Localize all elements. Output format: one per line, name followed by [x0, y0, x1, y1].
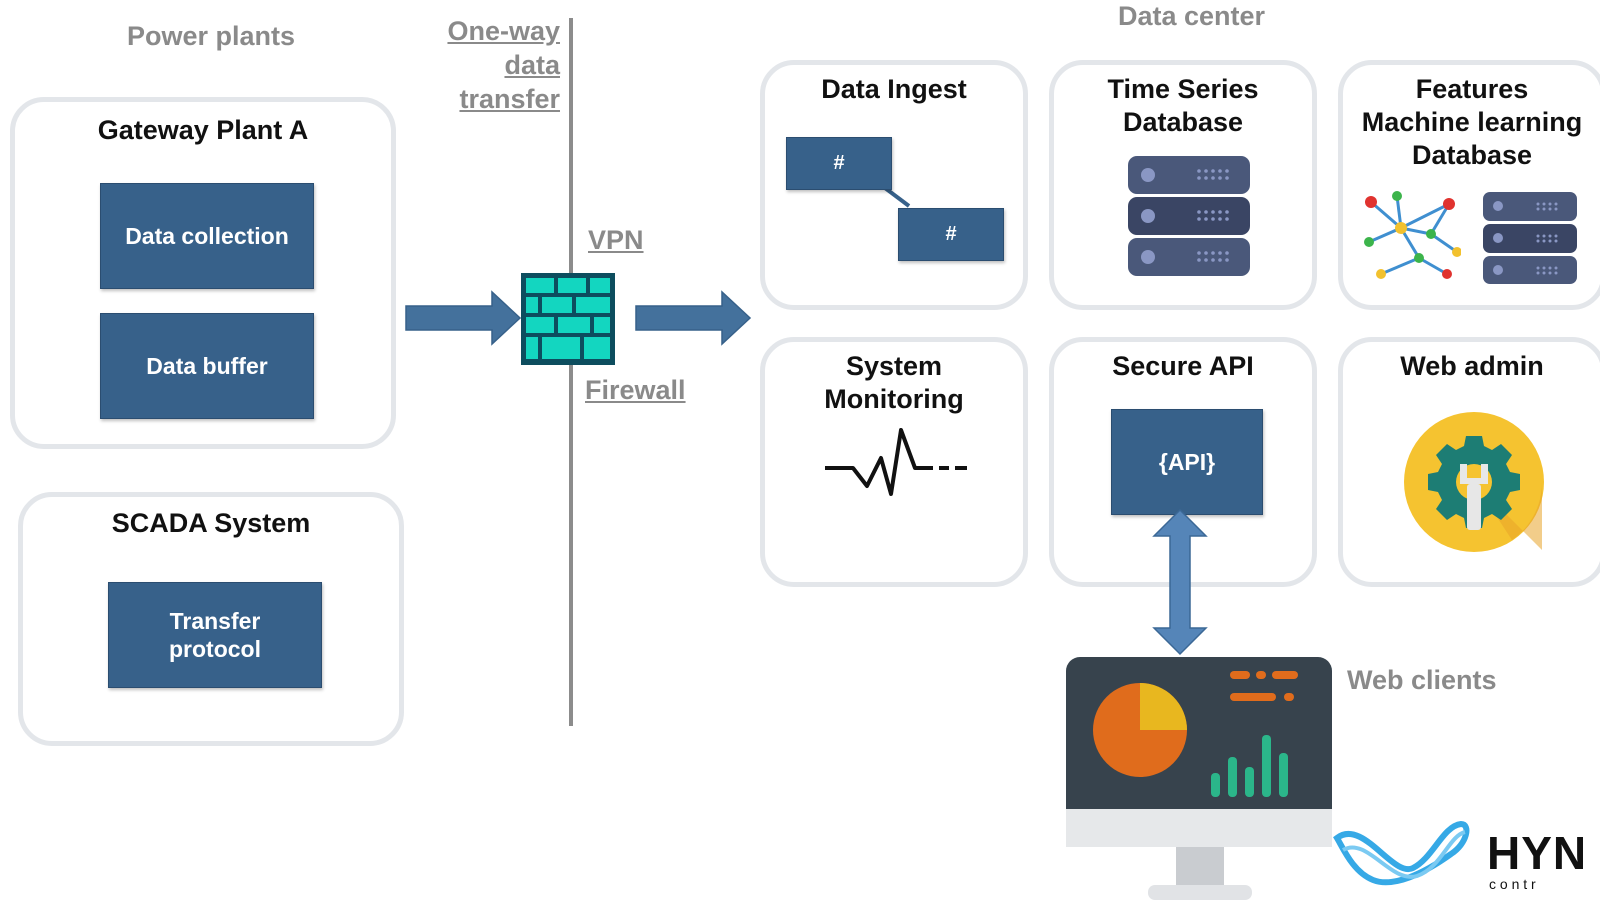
- data-ingest-box: Data Ingest # #: [760, 60, 1028, 310]
- heartbeat-icon: [825, 428, 967, 496]
- data-center-title: Data center: [1118, 1, 1266, 31]
- ingest-node-1: #: [786, 137, 892, 190]
- arrow-to-firewall: [405, 290, 522, 346]
- web-admin-box: Web admin: [1338, 337, 1600, 587]
- server-stack-small-icon: [1483, 192, 1577, 284]
- one-way-label-line2: data: [504, 50, 560, 80]
- server-stack-icon: [1128, 156, 1250, 276]
- data-buffer-box: Data buffer: [100, 313, 314, 419]
- one-way-label-line3: transfer: [459, 84, 560, 114]
- admin-gear-icon: [1404, 412, 1544, 552]
- time-series-title-line1: Time Series: [1107, 74, 1259, 104]
- firewall-label: Firewall: [585, 375, 686, 405]
- power-plants-title: Power plants: [127, 21, 296, 51]
- features-ml-db-box: Features Machine learning Database: [1338, 60, 1600, 310]
- gateway-plant-box: Gateway Plant A Data collection Data buf…: [10, 97, 396, 449]
- web-admin-title: Web admin: [1400, 351, 1544, 381]
- one-way-divider-line: [569, 18, 573, 726]
- system-monitoring-box: System Monitoring: [760, 337, 1028, 587]
- transfer-protocol-box: Transfer protocol: [108, 582, 322, 688]
- ingest-node-2: #: [898, 208, 1004, 261]
- firewall-icon: [521, 273, 615, 365]
- monitoring-title-line2: Monitoring: [824, 384, 964, 414]
- data-ingest-title: Data Ingest: [821, 74, 967, 104]
- transfer-protocol-line1: Transfer: [169, 608, 261, 634]
- web-clients-label: Web clients: [1347, 665, 1497, 695]
- data-collection-box: Data collection: [100, 183, 314, 289]
- features-ml-db-title: Features Machine learning Database: [1343, 73, 1600, 172]
- dashboard-monitor-icon: [1066, 657, 1332, 900]
- logo-mark-icon: [1333, 820, 1470, 886]
- scada-system-box: SCADA System Transfer protocol: [18, 492, 404, 746]
- one-way-transfer-label: One-way data transfer: [420, 14, 560, 116]
- gateway-plant-title: Gateway Plant A: [97, 115, 309, 145]
- arrow-to-data-center: [635, 290, 752, 346]
- api-client-double-arrow: [1152, 508, 1208, 656]
- features-title-line1: Features: [1415, 74, 1529, 104]
- features-title-line2: Machine learning: [1361, 107, 1583, 137]
- time-series-db-box: Time Series Database: [1049, 60, 1317, 310]
- network-graph-icon: [1364, 191, 1461, 279]
- scada-system-title: SCADA System: [111, 508, 311, 538]
- api-badge: {API}: [1111, 409, 1263, 515]
- vpn-label: VPN: [588, 225, 644, 255]
- one-way-label-line1: One-way: [447, 16, 560, 46]
- transfer-protocol-line2: protocol: [169, 636, 261, 662]
- features-title-line3: Database: [1411, 140, 1533, 170]
- logo-subtext: c o n t r: [1489, 876, 1536, 892]
- time-series-title-line2: Database: [1122, 107, 1244, 137]
- system-monitoring-title: System Monitoring: [765, 350, 1023, 416]
- monitoring-title-line1: System: [845, 351, 943, 381]
- time-series-db-title: Time Series Database: [1054, 73, 1312, 139]
- secure-api-title: Secure API: [1112, 351, 1254, 381]
- logo-text: HYN: [1487, 827, 1588, 879]
